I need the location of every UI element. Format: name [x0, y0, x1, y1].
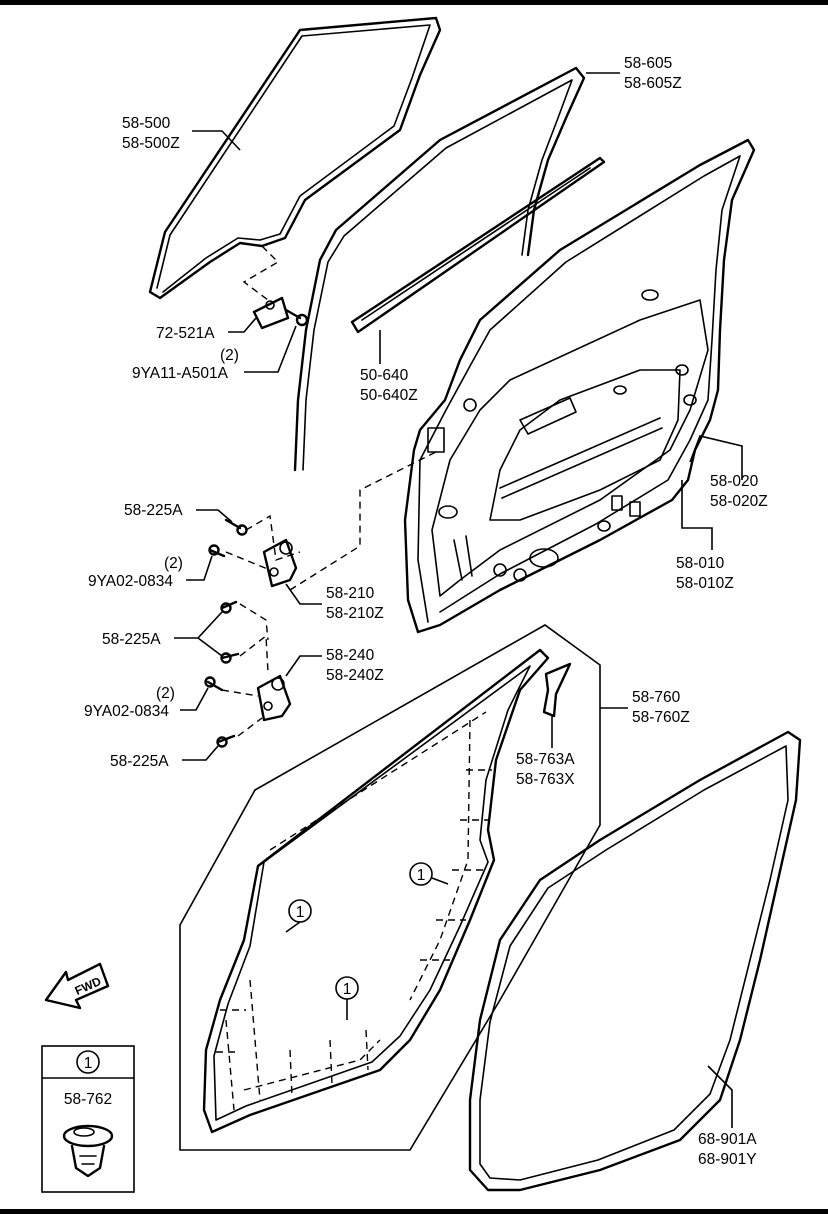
- svg-text:58-500Z: 58-500Z: [122, 135, 180, 152]
- svg-text:58-240Z: 58-240Z: [326, 667, 384, 684]
- svg-text:58-010Z: 58-010Z: [676, 575, 734, 592]
- opening-weatherstrip[interactable]: [468, 730, 802, 1192]
- svg-text:58-020Z: 58-020Z: [710, 493, 768, 510]
- svg-text:58-020: 58-020: [710, 473, 759, 490]
- weatherstrip-clip[interactable]: [542, 662, 572, 718]
- glass-run-channel[interactable]: [293, 66, 586, 472]
- push-clip-icon: [62, 1124, 114, 1178]
- callout-glass-bracket: 72-521A: [156, 317, 257, 342]
- svg-text:58-605Z: 58-605Z: [624, 75, 682, 92]
- svg-text:58-210: 58-210: [326, 585, 375, 602]
- callout-belt-weatherstrip: 50-640 50-640Z: [360, 330, 418, 404]
- svg-text:1: 1: [343, 981, 352, 998]
- svg-text:58-010: 58-010: [676, 555, 725, 572]
- callout-upper-hinge: 58-210 58-210Z: [285, 583, 384, 622]
- hinge-bolt-lower-9ya02[interactable]: [204, 676, 224, 692]
- callout-lower-hinge: 58-240 58-240Z: [285, 647, 384, 684]
- glass-bracket[interactable]: [252, 296, 290, 330]
- forward-arrow-icon: FWD: [44, 962, 110, 1010]
- svg-text:(2): (2): [164, 555, 183, 572]
- svg-text:58-240: 58-240: [326, 647, 375, 664]
- svg-text:50-640Z: 50-640Z: [360, 387, 418, 404]
- clip-marker-1c: 1: [335, 976, 359, 1020]
- hinge-bolt-58-225a-mid[interactable]: [220, 600, 238, 614]
- clip-marker-1a: 1: [285, 899, 312, 933]
- clip-legend: 1 58-762: [41, 1045, 135, 1193]
- callout-hinge-bolt-bottom: 58-225A: [110, 745, 219, 770]
- callout-door-shell: 58-010 58-010Z: [676, 480, 734, 592]
- svg-text:9YA11-A501A: 9YA11-A501A: [132, 365, 229, 382]
- alignment-lines: [221, 451, 437, 737]
- svg-text:58-225A: 58-225A: [110, 753, 169, 770]
- svg-text:58-605: 58-605: [624, 55, 672, 72]
- callout-door-weatherstrip: 58-760 58-760Z: [600, 689, 690, 726]
- hinge-bolt-upper-9ya02[interactable]: [208, 544, 226, 558]
- belt-weatherstrip[interactable]: [350, 156, 606, 334]
- bottom-border: [0, 1209, 828, 1214]
- hinge-bolt-58-225a-mid2[interactable]: [220, 652, 240, 664]
- callout-opening-weatherstrip: 68-901A 68-901Y: [698, 1065, 757, 1168]
- door-weatherstrip-group-outline: [179, 624, 601, 1151]
- svg-text:1: 1: [84, 1055, 93, 1072]
- svg-text:68-901A: 68-901A: [698, 1131, 757, 1148]
- svg-text:72-521A: 72-521A: [156, 325, 215, 342]
- svg-text:58-763X: 58-763X: [516, 771, 575, 788]
- svg-text:9YA02-0834: 9YA02-0834: [84, 703, 169, 720]
- door-glass[interactable]: [148, 16, 442, 301]
- svg-text:50-640: 50-640: [360, 367, 409, 384]
- svg-text:58-763A: 58-763A: [516, 751, 575, 768]
- top-border: [0, 0, 828, 5]
- svg-text:1: 1: [417, 867, 426, 884]
- callout-hinge-bolt-mid: 58-225A: [102, 611, 223, 657]
- upper-hinge[interactable]: [262, 538, 298, 588]
- callout-glass: 58-500 58-500Z: [122, 115, 241, 152]
- glass-bolt[interactable]: [284, 308, 309, 327]
- callout-hinge-bolt-upper: (2) 9YA02-0834: [88, 555, 213, 590]
- callout-door-outer: 58-020 58-020Z: [689, 435, 768, 510]
- svg-text:58-762: 58-762: [64, 1091, 112, 1108]
- svg-text:58-225A: 58-225A: [124, 502, 183, 519]
- callout-glass-bolt: (2) 9YA11-A501A: [132, 325, 297, 382]
- hinge-bolt-58-225a-top[interactable]: [224, 518, 248, 536]
- svg-text:58-760: 58-760: [632, 689, 681, 706]
- callout-run-channel: 58-605 58-605Z: [586, 55, 682, 92]
- svg-text:(2): (2): [220, 347, 239, 364]
- svg-text:68-901Y: 68-901Y: [698, 1151, 757, 1168]
- door-weatherstrip[interactable]: [202, 648, 550, 1134]
- hinge-bolt-58-225a-bottom[interactable]: [216, 734, 236, 748]
- svg-text:58-500: 58-500: [122, 115, 171, 132]
- svg-text:9YA02-0834: 9YA02-0834: [88, 573, 173, 590]
- svg-text:58-760Z: 58-760Z: [632, 709, 690, 726]
- callout-hinge-bolt-lower: (2) 9YA02-0834: [84, 685, 209, 720]
- lower-hinge[interactable]: [256, 674, 292, 722]
- svg-text:58-225A: 58-225A: [102, 631, 161, 648]
- svg-text:58-210Z: 58-210Z: [326, 605, 384, 622]
- svg-text:1: 1: [296, 904, 305, 921]
- svg-text:(2): (2): [156, 685, 175, 702]
- callout-weatherstrip-clip: 58-763A 58-763X: [516, 716, 575, 788]
- door-shell[interactable]: [403, 138, 756, 634]
- callout-hinge-bolt-top: 58-225A: [124, 502, 233, 523]
- clip-marker-1b: 1: [409, 862, 449, 886]
